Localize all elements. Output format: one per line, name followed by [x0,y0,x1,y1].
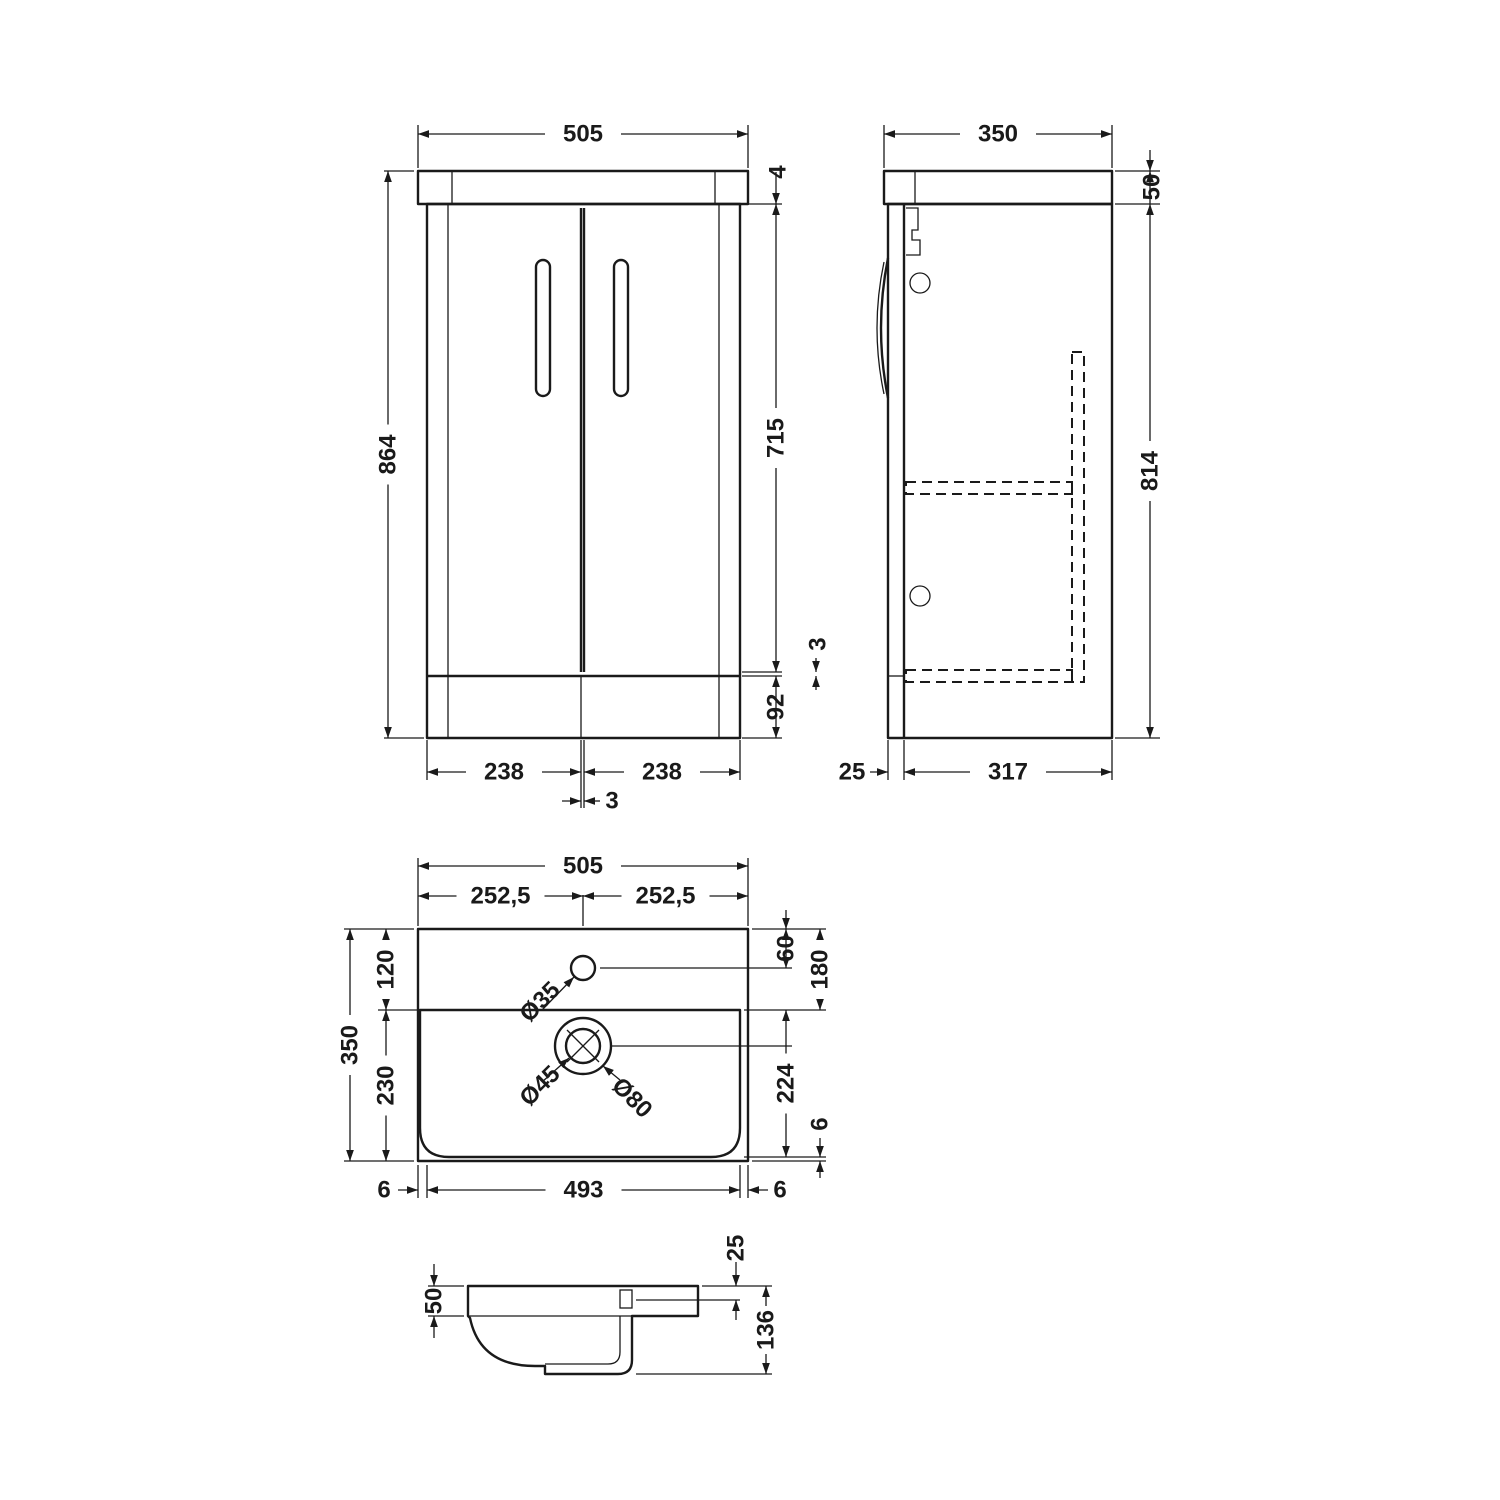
dim-basin-half-left: 252,5 [470,883,530,910]
dim-tap-offset: 120 [373,949,400,989]
dim-total-height: 136 [753,1310,780,1350]
dim-rim-height: 50 [421,1288,448,1315]
tap-hole [569,954,597,982]
dim-top-thickness: 50 [1139,174,1166,201]
dim-basin-half-right: 252,5 [635,883,695,910]
dim-plinth-height: 92 [763,694,790,721]
dim-carcass-depth: 317 [988,759,1028,786]
dimension-lines: 505 864 715 4 3 92 238 238 3 350 50 814 25 317 505 252,… [337,121,1166,1375]
basin-section [466,1284,700,1376]
dim-waste-to-front: 224 [773,1063,800,1104]
basin-bowl [418,1008,742,1159]
dim-tap-from-back: 60 [773,935,800,962]
side-top [882,169,1114,206]
side-carcass [886,202,1114,740]
dim-bowl-width: 493 [563,1177,603,1204]
waste-inner [564,1027,602,1065]
dim-front-height: 864 [375,434,402,475]
dim-plinth-gap: 3 [805,637,832,650]
dim-door-left: 238 [484,759,524,786]
dim-door-gap: 3 [605,788,618,815]
dim-overflow-offset: 25 [723,1235,750,1262]
door-handle-right [612,258,630,398]
dim-tap-dia: Ø35 [514,976,565,1027]
dim-right-margin: 6 [773,1177,786,1204]
side-handle [879,257,890,399]
dim-left-margin: 6 [377,1177,390,1204]
basin-plan [416,927,750,1163]
dim-carcass-height: 814 [1137,450,1164,491]
dim-front-width: 505 [563,121,603,148]
dim-side-depth: 350 [978,121,1018,148]
side-view [876,169,1114,740]
dim-door-height: 715 [763,418,790,458]
dim-waste-outer-dia: Ø80 [606,1072,657,1123]
front-carcass [425,202,742,740]
dim-waste-from-back: 180 [807,949,834,989]
dim-top-offset: 4 [765,165,792,179]
hinge-circle-bottom [909,585,931,607]
shelf-dashed [905,481,1073,495]
dim-basin-width: 505 [563,853,603,880]
basin-outline [416,927,750,1163]
shelf-support-dashed [1071,351,1085,683]
front-top [416,169,750,206]
dim-door-thickness: 25 [839,759,866,786]
dim-basin-depth: 350 [337,1025,364,1065]
dim-front-lip: 6 [807,1117,834,1130]
front-view [416,169,750,740]
hinge-circle-top [909,272,931,294]
basin-profile [466,1284,700,1376]
dim-door-right: 238 [642,759,682,786]
dim-bowl-depth: 230 [373,1065,400,1105]
door-handle-left [534,258,552,398]
